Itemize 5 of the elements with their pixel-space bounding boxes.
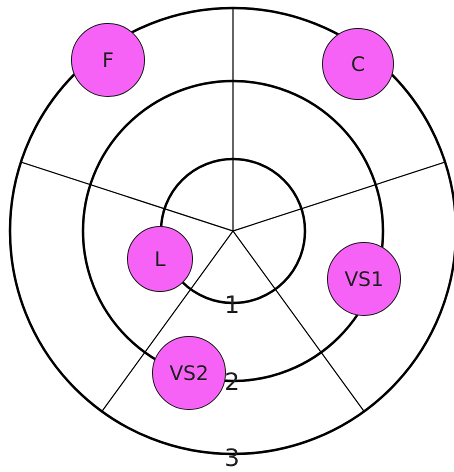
circle-marker: F [71,23,145,97]
circle-marker: L [127,226,193,292]
circle-marker: C [322,28,394,100]
circle-marker: VS2 [152,336,226,410]
circle-marker: VS1 [327,242,401,316]
